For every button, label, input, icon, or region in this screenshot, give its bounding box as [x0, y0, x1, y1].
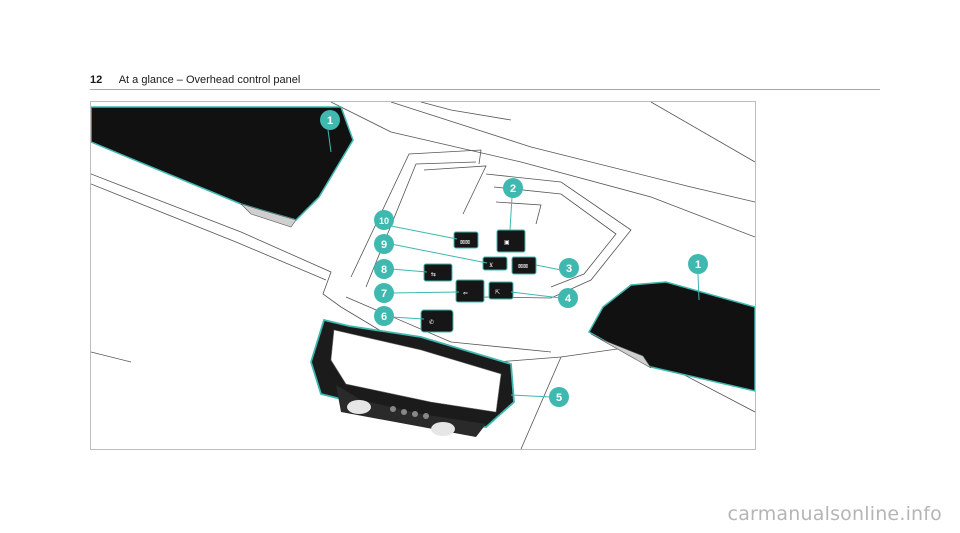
callout-3: 3 [566, 263, 572, 275]
callout-7: 7 [381, 288, 387, 300]
svg-text:⊻: ⊻ [489, 262, 493, 269]
button-10 [453, 231, 479, 249]
button-2 [496, 229, 526, 253]
callout-8: 8 [381, 264, 387, 276]
svg-text:⇱: ⇱ [495, 289, 500, 296]
callout-1-right: 1 [695, 259, 701, 271]
button-9 [482, 256, 508, 271]
watermark: carmanualsonline.info [727, 503, 942, 525]
callout-1-left: 1 [327, 115, 333, 127]
svg-text:⇆: ⇆ [431, 271, 436, 278]
overhead-panel-illustration: ⊠⊠ ▣ ⊠⊠ ⊻ ⇆ ⇐ ⇱ ✆ [91, 102, 755, 449]
callout-5: 5 [556, 392, 562, 404]
button-7 [455, 279, 485, 303]
svg-text:⊠⊠: ⊠⊠ [518, 263, 528, 270]
svg-text:▣: ▣ [504, 239, 510, 246]
button-4 [488, 281, 514, 300]
header-rule [90, 89, 880, 90]
page-title: At a glance – Overhead control panel [118, 74, 301, 86]
callout-2: 2 [510, 183, 516, 195]
svg-text:⇐: ⇐ [463, 290, 468, 297]
svg-text:✆: ✆ [429, 319, 434, 326]
callout-9: 9 [381, 239, 387, 251]
callout-10: 10 [379, 216, 389, 226]
button-8 [423, 263, 453, 282]
button-6 [420, 309, 454, 333]
callout-6: 6 [381, 311, 387, 323]
svg-text:⊠⊠: ⊠⊠ [460, 239, 470, 246]
page-number: 12 [90, 74, 103, 86]
page-header: 12 At a glance – Overhead control panel [90, 73, 880, 89]
overhead-panel-figure: ⊠⊠ ▣ ⊠⊠ ⊻ ⇆ ⇐ ⇱ ✆ [90, 101, 756, 450]
callout-4: 4 [565, 293, 572, 305]
